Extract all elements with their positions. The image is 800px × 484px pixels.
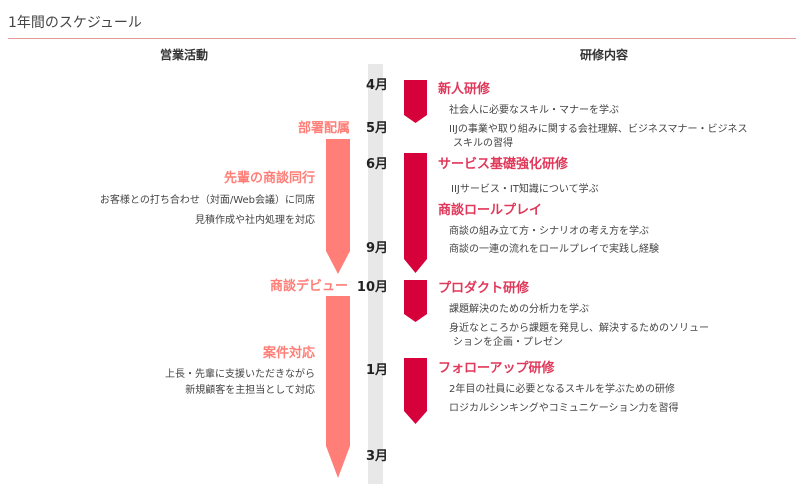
training-title: 商談ロールプレイ xyxy=(438,203,543,218)
month-label: 10月 xyxy=(356,280,388,295)
page-title: 1年間のスケジュール xyxy=(8,15,142,31)
training-arrow-3 xyxy=(404,280,427,322)
sales-desc: 新規顧客を主担当として対応 xyxy=(185,385,315,396)
column-header-sales: 営業活動 xyxy=(160,48,209,62)
training-desc: スキルの習得 xyxy=(453,138,513,149)
title-divider xyxy=(8,38,796,39)
month-label: 6月 xyxy=(365,157,388,172)
month-label: 1月 xyxy=(365,363,388,378)
training-title: サービス基礎強化研修 xyxy=(438,157,569,172)
column-header-training: 研修内容 xyxy=(580,48,629,62)
training-desc: ロジカルシンキングやコミュニケーション力を習得 xyxy=(449,403,679,414)
sales-desc: お客様との打ち合わせ（対面/Web会議）に同席 xyxy=(99,195,315,206)
timeline-track xyxy=(368,64,383,484)
month-label: 5月 xyxy=(365,121,388,136)
sales-title: 商談デビュー xyxy=(269,279,348,294)
training-arrow-1 xyxy=(404,80,427,123)
training-desc: 商談の一連の流れをロールプレイで実践し経験 xyxy=(449,244,659,255)
training-desc: ションを企画・プレゼン xyxy=(453,337,563,348)
training-title: 新人研修 xyxy=(438,82,491,97)
training-desc: 商談の組み立て方・シナリオの考え方を学ぶ xyxy=(449,226,649,237)
training-title: プロダクト研修 xyxy=(438,281,530,296)
sales-title: 部署配属 xyxy=(297,121,350,136)
training-desc: 身近なところから課題を発見し、解決するためのソリュー xyxy=(449,323,709,334)
month-label: 4月 xyxy=(365,78,388,93)
training-desc: 2年目の社員に必要となるスキルを学ぶための研修 xyxy=(449,384,676,395)
training-arrow-4 xyxy=(404,358,427,424)
sales-title: 先輩の商談同行 xyxy=(223,171,315,186)
training-arrow-2 xyxy=(404,153,427,273)
sales-arrow-2 xyxy=(326,296,350,478)
training-desc: IIJサービス・IT知識について学ぶ xyxy=(451,184,599,195)
sales-arrow-1 xyxy=(326,139,350,274)
sales-title: 案件対応 xyxy=(262,346,315,361)
month-label: 3月 xyxy=(365,449,388,464)
training-desc: IIJの事業や取り組みに関する会社理解、ビジネスマナー・ビジネス xyxy=(449,124,748,135)
training-title: フォローアップ研修 xyxy=(438,361,555,376)
month-label: 9月 xyxy=(365,241,388,256)
sales-desc: 上長・先輩に支援いただきながら xyxy=(165,369,315,380)
training-desc: 課題解決のための分析力を学ぶ xyxy=(449,304,589,315)
sales-desc: 見積作成や社内処理を対応 xyxy=(195,215,315,226)
training-desc: 社会人に必要なスキル・マナーを学ぶ xyxy=(449,105,619,116)
